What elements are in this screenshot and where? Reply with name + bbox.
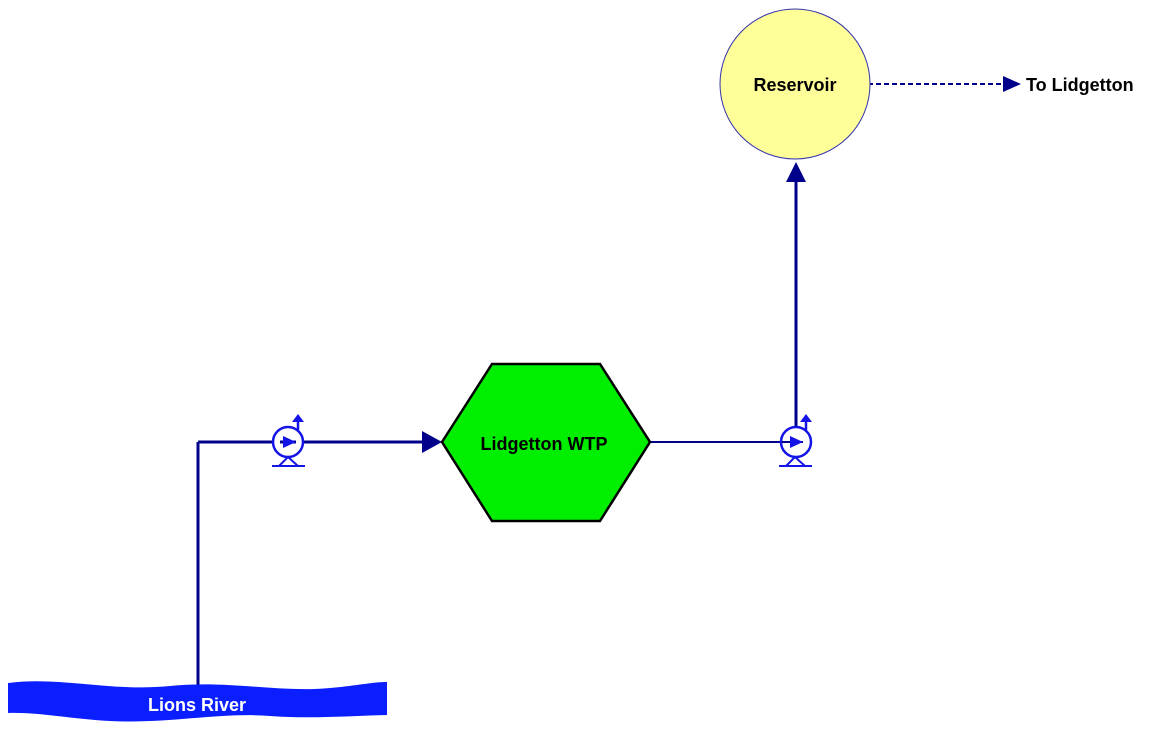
arrow-into-wtp-icon: [422, 431, 442, 453]
wtp-label: Lidgetton WTP: [481, 434, 608, 454]
wtp-node: Lidgetton WTP: [440, 362, 652, 523]
destination-label: To Lidgetton: [1026, 75, 1134, 95]
pipe-wtp-to-reservoir: [650, 162, 806, 443]
pipe-reservoir-to-destination: [868, 76, 1021, 92]
reservoir-label: Reservoir: [753, 75, 836, 95]
river-label: Lions River: [148, 695, 246, 715]
wtp-hexagon: [440, 362, 652, 523]
raw-water-pump: [271, 414, 305, 467]
reservoir-node: Reservoir: [719, 8, 871, 160]
treated-water-pump: [779, 414, 813, 467]
reservoir-circle: [719, 8, 871, 160]
pipe-river-to-wtp: [196, 431, 442, 690]
river-node: Lions River: [8, 681, 387, 722]
river-shape: [8, 681, 387, 722]
pump-icon: [271, 414, 305, 467]
pump-icon: [779, 414, 813, 467]
arrow-into-reservoir-icon: [786, 162, 806, 182]
arrow-to-destination-icon: [1003, 76, 1021, 92]
